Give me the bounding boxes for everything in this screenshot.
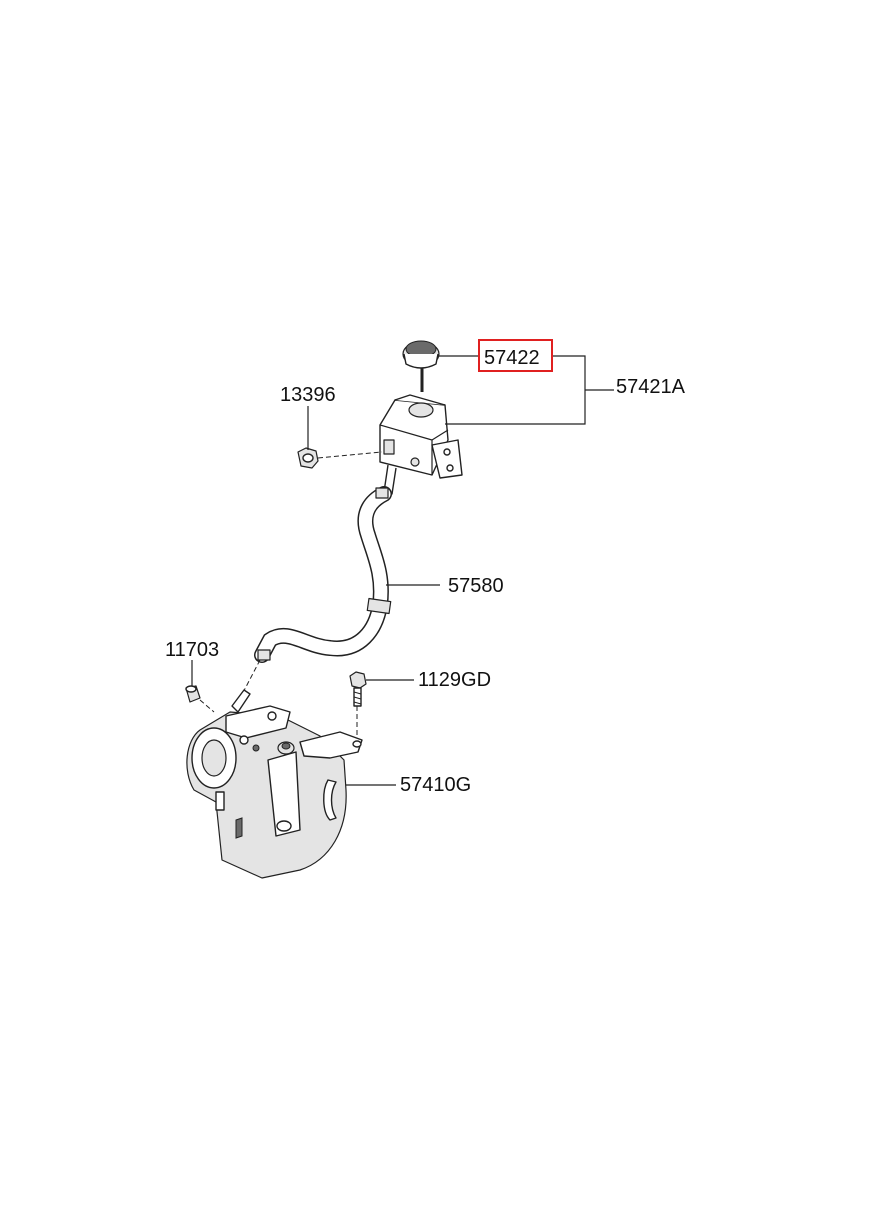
callout-57580[interactable]: 57580 xyxy=(448,575,504,597)
leader-lines xyxy=(191,355,614,786)
fitting-alignment-line xyxy=(199,699,215,713)
callout-13396[interactable]: 13396 xyxy=(280,384,336,406)
reservoir-part[interactable] xyxy=(379,394,463,495)
pump-part[interactable] xyxy=(186,689,363,879)
hose-part[interactable] xyxy=(254,486,392,663)
nut-part[interactable] xyxy=(297,447,319,469)
bolt-part[interactable] xyxy=(349,671,367,707)
callout-11703[interactable]: 11703 xyxy=(165,639,219,661)
callout-57410g[interactable]: 57410G xyxy=(400,774,471,796)
reservoir-cap-part[interactable] xyxy=(402,340,440,392)
highlight-box xyxy=(478,339,553,372)
callout-1129gd[interactable]: 1129GD xyxy=(418,669,491,691)
nut-alignment-line xyxy=(317,451,383,459)
callout-57422[interactable]: 57422 xyxy=(484,347,540,369)
callout-57421a[interactable]: 57421A xyxy=(616,376,686,398)
fitting-part[interactable] xyxy=(185,685,201,703)
